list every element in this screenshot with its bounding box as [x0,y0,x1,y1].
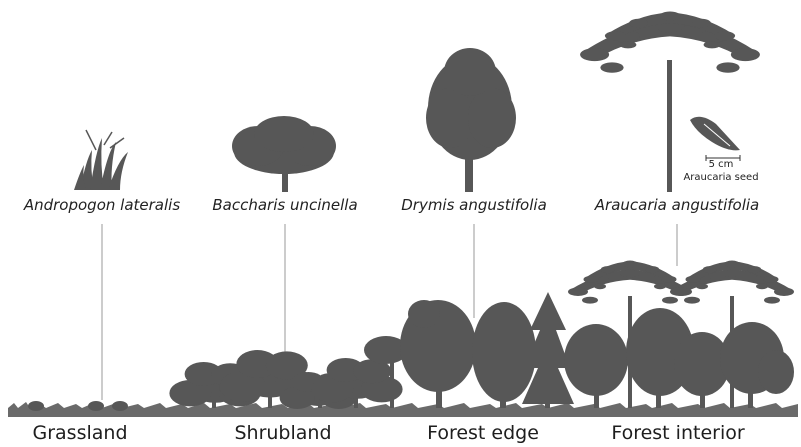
species-label-baccharis: Baccharis uncinella [212,196,357,214]
drymis-tree-icon [426,48,516,192]
baccharis-shrub-icon [232,116,336,192]
species-label-andropogon: Andropogon lateralis [24,196,180,214]
zone-label-forest-interior: Forest interior [611,422,744,444]
araucaria-seed-icon [690,117,740,151]
species-label-drymis: Drymis angustifolia [401,196,547,214]
seed-scale-label: 5 cm [709,159,734,170]
species-label-araucaria: Araucaria angustifolia [595,196,759,214]
ground-strip [8,408,798,417]
shrubland-trees [169,350,402,409]
zone-label-grassland: Grassland [33,422,128,444]
andropogon-grass-icon [74,130,128,190]
zone-label-shrubland: Shrubland [234,422,331,444]
zone-label-forest-edge: Forest edge [427,422,539,444]
forest-interior-trees [564,261,794,409]
seed-caption: Araucaria seed [683,172,758,183]
